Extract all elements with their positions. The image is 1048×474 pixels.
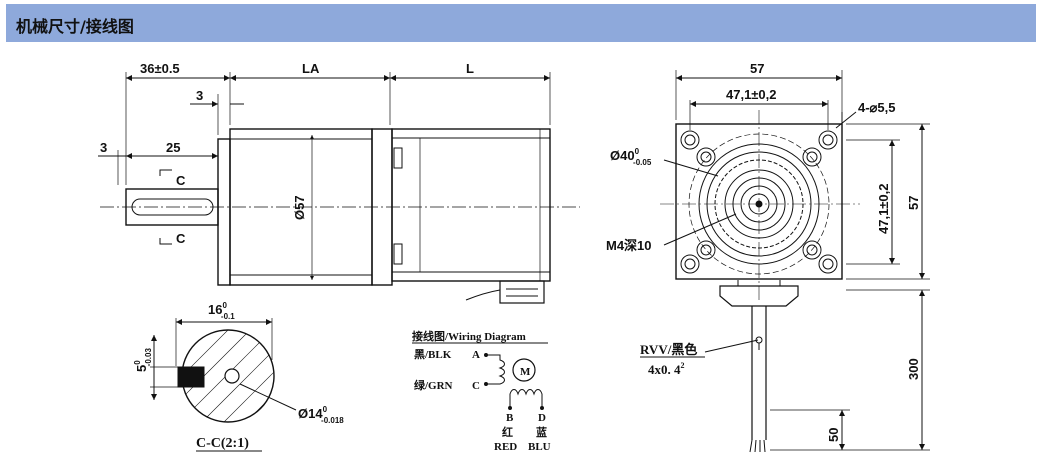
section-view-labels: 160-0.1 50-0.03 Ø140-0.018 C-C(2:1) — [133, 301, 344, 452]
dim-36: 36±0.5 — [140, 61, 180, 76]
motor-symbol: M — [520, 366, 531, 378]
dim-57-side: 57 — [906, 196, 921, 210]
wire-red-cn: 红 — [502, 425, 513, 439]
wire-green-label: 绿/GRN — [414, 378, 453, 392]
dim-47-top: 47,1±0,2 — [726, 87, 777, 102]
cable-spec: 4x0. 42 — [648, 361, 685, 377]
front-view-labels: 57 47,1±0,2 4-⌀5,5 Ø400-0.05 M4深10 47,1±… — [606, 61, 921, 442]
dim-3-top: 3 — [196, 88, 203, 103]
section-caption: C-C(2:1) — [196, 436, 249, 451]
dim-300: 300 — [906, 358, 921, 380]
wiring-title: 接线图/Wiring Diagram — [412, 329, 526, 343]
dim-l: L — [466, 61, 474, 76]
wire-red-en: RED — [494, 441, 517, 453]
dim-47-side: 47,1±0,2 — [876, 183, 891, 234]
pin-b: B — [506, 412, 514, 424]
section-height: 50-0.03 — [133, 348, 153, 372]
wiring-diagram: 接线图/Wiring Diagram 黑/BLK A 绿/GRN C M B D… — [412, 329, 551, 453]
wire-black-label: 黑/BLK — [414, 348, 452, 361]
dim-50: 50 — [826, 428, 841, 442]
section-width: 160-0.1 — [208, 301, 235, 321]
dim-holes: 4-⌀5,5 — [858, 100, 895, 115]
dim-3-left: 3 — [100, 140, 107, 155]
section-header-bar: 机械尺寸/接线图 — [6, 4, 1036, 42]
dim-25: 25 — [166, 140, 180, 155]
wire-green-pin: C — [472, 380, 480, 392]
section-mark-top: C — [176, 173, 186, 188]
mounting-holes — [680, 130, 838, 274]
dim-dia-40: Ø400-0.05 — [610, 147, 652, 167]
pin-d: D — [538, 412, 546, 424]
side-view-labels: 36±0.5 LA L 3 3 25 C C Ø57 — [100, 61, 474, 246]
side-view — [98, 72, 580, 304]
section-diameter: Ø140-0.018 — [298, 405, 344, 425]
section-mark-bottom: C — [176, 231, 186, 246]
section-title: 机械尺寸/接线图 — [16, 17, 134, 36]
wire-blue-cn: 蓝 — [536, 425, 547, 439]
dim-la: LA — [302, 61, 320, 76]
front-view — [660, 70, 930, 453]
dim-dia-57: Ø57 — [292, 195, 307, 220]
wire-blue-en: BLU — [528, 441, 551, 453]
dim-thread: M4深10 — [606, 238, 652, 253]
wire-black-pin: A — [472, 349, 480, 361]
dim-57-top: 57 — [750, 61, 764, 76]
cable-label: RVV/黑色 — [640, 342, 697, 357]
